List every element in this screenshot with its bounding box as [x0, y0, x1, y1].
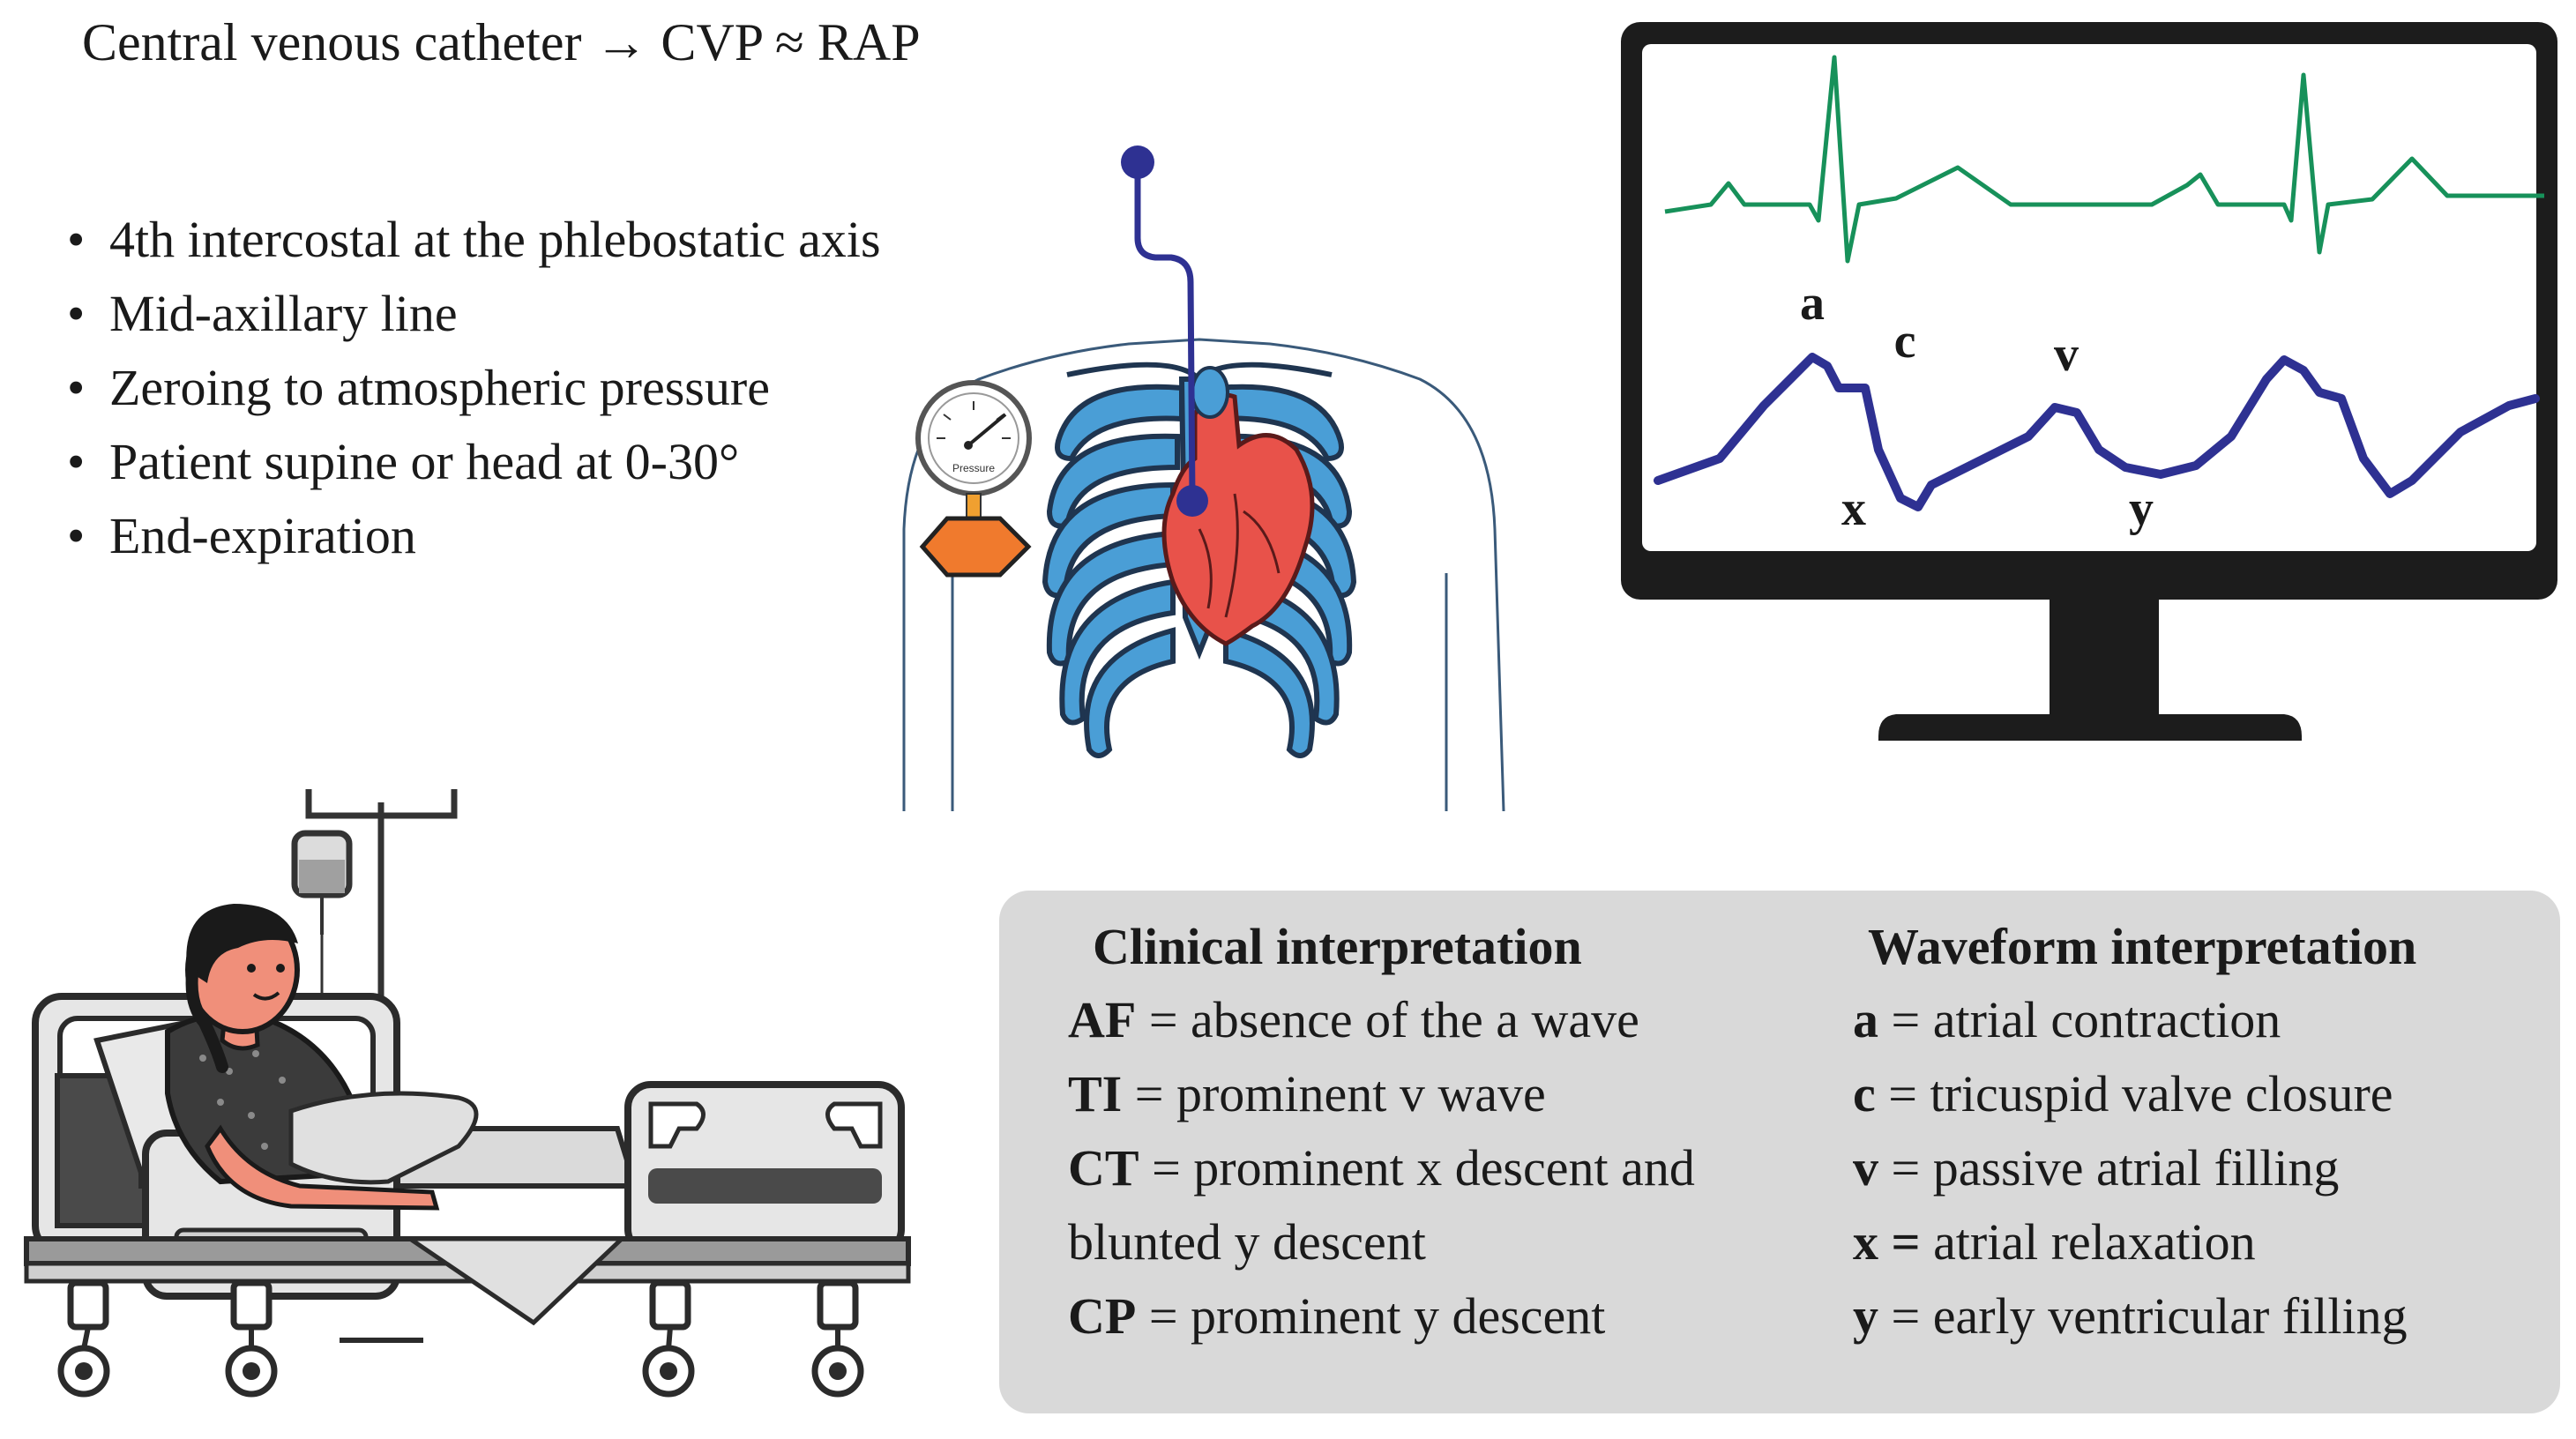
clinical-interpretation-heading: Clinical interpretation	[1093, 918, 1582, 975]
wave-label-a: a	[1800, 276, 1825, 331]
wave-label-y: y	[2129, 481, 2154, 536]
clinical-text: = prominent y descent	[1136, 1287, 1606, 1345]
waveform-row-x: x = atrial relaxation	[1853, 1205, 2408, 1279]
clinical-row-ct: CT = prominent x descent and	[1068, 1131, 1695, 1205]
clinical-abbr: CP	[1068, 1287, 1137, 1345]
clinical-text: = prominent x descent and	[1139, 1139, 1695, 1197]
waveform-abbr: a	[1853, 991, 1878, 1048]
wave-label-v: v	[2054, 327, 2079, 382]
clinical-row-ti: TI = prominent v wave	[1068, 1057, 1695, 1131]
waveform-abbr: c	[1853, 1065, 1876, 1122]
bedside-monitor	[1621, 22, 2557, 741]
waveform-row-v: v = passive atrial filling	[1853, 1131, 2408, 1205]
waveform-abbr: y	[1853, 1287, 1878, 1345]
pressure-gauge: Pressure	[915, 380, 1032, 519]
clinical-abbr: CT	[1068, 1139, 1139, 1197]
clinical-text: = prominent v wave	[1122, 1065, 1546, 1122]
waveform-text: = passive atrial filling	[1878, 1139, 2340, 1197]
measurement-checklist: 4th intercostal at the phlebostatic axis…	[62, 203, 908, 573]
hospital-bed	[24, 993, 911, 1398]
clinical-abbr: TI	[1068, 1065, 1123, 1122]
bullet-patient-position: Patient supine or head at 0-30°	[62, 425, 908, 499]
waveform-abbr: x =	[1853, 1213, 1921, 1271]
ecg-trace	[1664, 55, 2544, 264]
waveform-text: atrial relaxation	[1920, 1213, 2256, 1271]
waveform-text: = tricuspid valve closure	[1875, 1065, 2393, 1122]
transducer-hexagon	[919, 516, 1032, 578]
bullet-end-expiration: End-expiration	[62, 499, 908, 573]
patient-in-bed	[24, 789, 911, 1398]
heart-illustration	[1161, 366, 1315, 646]
clinical-interpretation-list: AF = absence of the a wave TI = prominen…	[1068, 983, 1695, 1353]
waveform-interpretation-list: a = atrial contraction c = tricuspid val…	[1853, 983, 2408, 1353]
patient-figure	[165, 904, 479, 1211]
diagram-title: Central venous catheter → CVP ≈ RAP	[82, 13, 921, 71]
waveform-interpretation-heading: Waveform interpretation	[1868, 918, 2417, 975]
bullet-mid-axillary: Mid-axillary line	[62, 277, 908, 351]
bullet-phlebostatic: 4th intercostal at the phlebostatic axis	[62, 203, 908, 277]
wave-label-x: x	[1841, 481, 1866, 536]
clinical-row-cp: CP = prominent y descent	[1068, 1279, 1695, 1353]
waveform-row-y: y = early ventricular filling	[1853, 1279, 2408, 1353]
iv-pole	[291, 789, 458, 1085]
waveform-abbr: v	[1853, 1139, 1878, 1197]
central-venous-catheter	[1121, 145, 1208, 517]
cvp-waveform-trace	[1654, 353, 2540, 511]
wave-label-c: c	[1894, 314, 1916, 369]
gauge-label: Pressure	[952, 462, 995, 474]
waveform-row-c: c = tricuspid valve closure	[1853, 1057, 2408, 1131]
clinical-text: = absence of the a wave	[1136, 991, 1639, 1048]
bullet-zeroing: Zeroing to atmospheric pressure	[62, 351, 908, 425]
waveform-text: = atrial contraction	[1878, 991, 2281, 1048]
clinical-abbr: AF	[1068, 991, 1137, 1048]
clinical-text: blunted y descent	[1068, 1213, 1426, 1271]
interpretation-panel: Clinical interpretation Waveform interpr…	[999, 891, 2560, 1413]
waveform-text: = early ventricular filling	[1878, 1287, 2408, 1345]
waveform-row-a: a = atrial contraction	[1853, 983, 2408, 1057]
clinical-row-ct-cont: blunted y descent	[1068, 1205, 1695, 1279]
clinical-row-af: AF = absence of the a wave	[1068, 983, 1695, 1057]
